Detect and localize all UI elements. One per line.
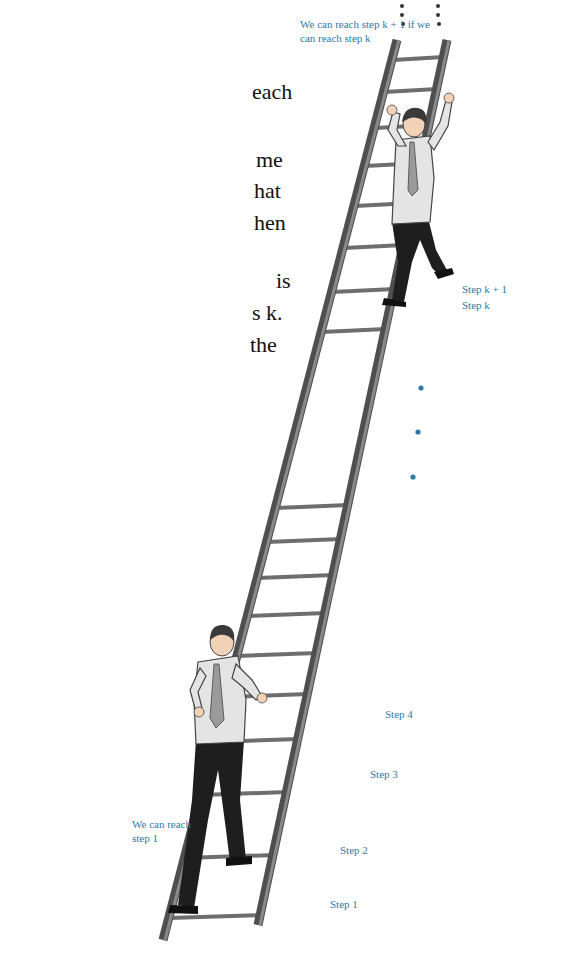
ladder-rung (201, 792, 288, 795)
climber-bottom (168, 625, 267, 914)
step-label: Step k (462, 299, 490, 313)
text-fragment: hat (254, 177, 281, 205)
ladder-rung (169, 915, 262, 918)
ladder-rung (393, 57, 444, 60)
text-fragment: each (252, 78, 292, 106)
text-fragment: hen (254, 209, 286, 237)
ladder-rung (332, 289, 394, 292)
ladder-rung (276, 505, 349, 508)
note-label: We can reach step k + 1 if we can reach … (300, 18, 435, 46)
step-label: Step 1 (330, 898, 358, 912)
note-label: We can reach step 1 (132, 818, 204, 846)
ladder-rung (258, 575, 334, 578)
ladder-rung (248, 613, 326, 616)
text-fragment: me (256, 146, 283, 174)
ladder-rails (163, 40, 449, 940)
step-label: Step 2 (340, 844, 368, 858)
ladder-rail-highlight (165, 40, 399, 940)
climber-top (382, 93, 454, 307)
ladder-rung (237, 653, 317, 656)
ladder-rung (322, 329, 386, 332)
text-fragment: the (250, 331, 277, 359)
ladder-rail-highlight (260, 40, 449, 925)
ellipsis-dots (410, 385, 423, 479)
ladder-rungs (169, 57, 444, 918)
step-label: Step k + 1 (462, 283, 507, 297)
text-fragment: s k. (252, 299, 283, 327)
text-fragment: is (276, 267, 291, 295)
ladder-rung (344, 245, 404, 248)
step-label: Step 3 (370, 768, 398, 782)
ladder-rung (385, 89, 437, 92)
ladder-rail (258, 40, 447, 925)
step-label: Step 4 (385, 708, 413, 722)
ladder-rung (267, 539, 341, 542)
